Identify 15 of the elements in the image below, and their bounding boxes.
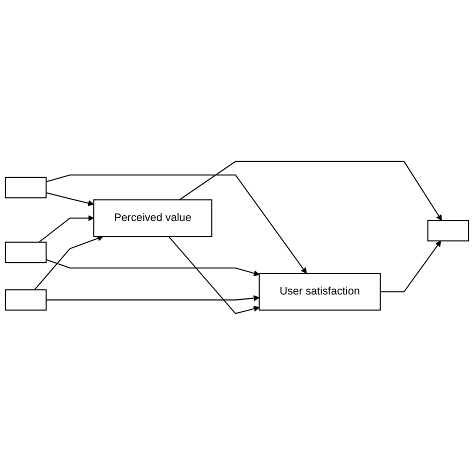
node-box [4,288,47,310]
arrow [34,235,104,290]
node-box [427,220,470,241]
arrow [38,214,94,242]
arrow [380,240,442,292]
node-box [4,176,47,198]
node-box: User satisfaction [258,272,381,310]
arrow [46,174,307,274]
arrow [46,258,260,276]
node-box [4,241,47,263]
arrow [46,192,94,206]
node-box: Perceived value [93,198,212,236]
arrow [46,294,260,301]
arrow [168,236,260,314]
arrow [179,160,442,220]
